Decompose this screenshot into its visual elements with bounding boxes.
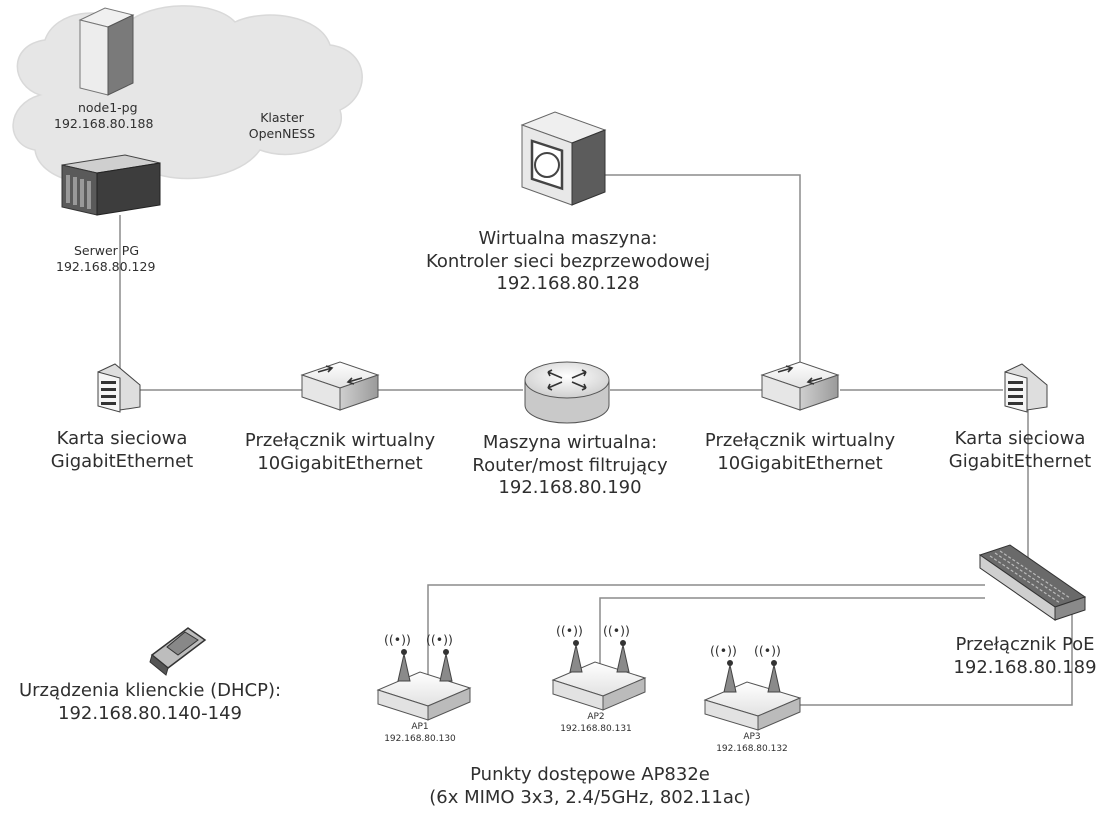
poe-switch-name: Przełącznik PoE xyxy=(955,634,1095,655)
ap1-antenna-signal-icon: ((•)) xyxy=(384,632,411,647)
link-poe-ap3 xyxy=(800,610,1073,706)
switch-right-label: Przełącznik wirtualny 10GigabitEthernet xyxy=(680,430,920,475)
switch-right-line1: Przełącznik wirtualny xyxy=(704,430,896,451)
nic-left-icon xyxy=(97,363,141,413)
wireless-controller-icon xyxy=(520,111,607,206)
ap3-label: AP3 192.168.80.132 xyxy=(712,732,792,755)
link-wlc-switch-right xyxy=(605,174,801,362)
router-line2: Router/most filtrujący xyxy=(472,454,668,476)
node1-server-icon xyxy=(78,7,135,96)
ap3-icon xyxy=(703,660,802,731)
ap2-icon xyxy=(551,640,647,711)
virtual-switch-right-icon xyxy=(760,361,840,411)
virtual-switch-left-icon xyxy=(300,361,380,411)
ap3-name: AP3 xyxy=(743,732,761,742)
access-points-line1: Punkty dostępowe AP832e xyxy=(470,764,710,785)
ap1-ip: 192.168.80.130 xyxy=(384,733,456,744)
access-points-label: Punkty dostępowe AP832e (6x MIMO 3x3, 2.… xyxy=(410,764,770,809)
ap1-name: AP1 xyxy=(411,722,429,732)
clients-label: Urządzenia klienckie (DHCP): 192.168.80.… xyxy=(0,680,300,725)
switch-left-line1: Przełącznik wirtualny xyxy=(244,430,436,451)
ap2-antenna-signal-icon: ((•)) xyxy=(556,623,583,638)
nic-right-label: Karta sieciowa GigabitEthernet xyxy=(930,428,1110,473)
clients-line1: Urządzenia klienckie (DHCP): xyxy=(18,680,282,701)
cluster-cloud xyxy=(12,5,363,184)
wlc-line1: Wirtualna maszyna: xyxy=(478,228,658,249)
nic-left-label: Karta sieciowa GigabitEthernet xyxy=(22,428,222,473)
node1-label: node1-pg 192.168.80.188 xyxy=(54,100,194,131)
client-phone-icon xyxy=(149,627,207,676)
nic-left-line2: GigabitEthernet xyxy=(50,450,194,472)
node1-ip: 192.168.80.188 xyxy=(54,115,154,131)
wlc-line2: Kontroler sieci bezprzewodowej xyxy=(426,250,710,272)
nic-right-line1: Karta sieciowa xyxy=(954,428,1086,449)
switch-right-line2: 10GigabitEthernet xyxy=(717,452,883,474)
poe-switch-ip: 192.168.80.189 xyxy=(953,656,1097,678)
wlc-label: Wirtualna maszyna: Kontroler sieci bezpr… xyxy=(398,228,738,296)
ap2-name: AP2 xyxy=(587,712,605,722)
server-pg-label: Serwer PG 192.168.80.129 xyxy=(56,243,186,274)
router-icon xyxy=(524,361,610,424)
nic-left-line1: Karta sieciowa xyxy=(56,428,188,449)
server-pg-name: Serwer PG xyxy=(74,243,140,258)
cluster-label: Klaster OpenNESS xyxy=(232,110,332,141)
router-line1: Maszyna wirtualna: xyxy=(482,432,658,453)
switch-left-label: Przełącznik wirtualny 10GigabitEthernet xyxy=(220,430,460,475)
ap2-label: AP2 192.168.80.131 xyxy=(556,712,636,735)
router-label: Maszyna wirtualna: Router/most filtrując… xyxy=(455,432,685,500)
poe-switch-label: Przełącznik PoE 192.168.80.189 xyxy=(945,634,1105,679)
wlc-ip: 192.168.80.128 xyxy=(496,273,640,294)
clients-line2: 192.168.80.140-149 xyxy=(58,702,242,724)
ap1-label: AP1 192.168.80.130 xyxy=(380,722,460,745)
connection-lines xyxy=(119,174,1073,706)
ap1-antenna-signal-icon: ((•)) xyxy=(426,632,453,647)
ap3-antenna-signal-icon: ((•)) xyxy=(710,643,737,658)
ap3-ip: 192.168.80.132 xyxy=(716,743,788,754)
link-poe-ap1 xyxy=(409,584,985,689)
ap1-icon xyxy=(376,649,472,721)
nic-right-line2: GigabitEthernet xyxy=(948,450,1092,472)
ap2-ip: 192.168.80.131 xyxy=(560,723,632,734)
cluster-name-line2: OpenNESS xyxy=(248,125,316,141)
cluster-name-line1: Klaster xyxy=(260,110,304,125)
rack-server-icon xyxy=(61,154,161,216)
switch-left-line2: 10GigabitEthernet xyxy=(257,452,423,474)
server-pg-ip: 192.168.80.129 xyxy=(56,258,156,274)
ap3-antenna-signal-icon: ((•)) xyxy=(754,643,781,658)
ap2-antenna-signal-icon: ((•)) xyxy=(603,623,630,638)
poe-switch-icon xyxy=(978,544,1087,621)
nic-right-icon xyxy=(1004,363,1048,413)
access-points-line2: (6x MIMO 3x3, 2.4/5GHz, 802.11ac) xyxy=(429,786,751,808)
router-ip: 192.168.80.190 xyxy=(498,477,642,498)
link-poe-ap2 xyxy=(599,597,985,690)
node1-name: node1-pg xyxy=(78,100,138,115)
